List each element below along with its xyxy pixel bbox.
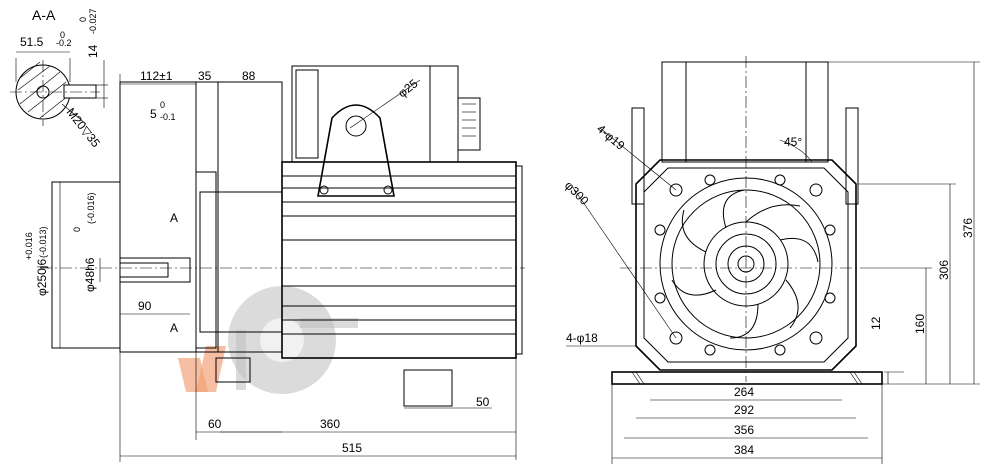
svg-text:(-0.016): (-0.016) (86, 192, 96, 224)
dim-160: 160 (913, 314, 927, 334)
dim-376: 376 (961, 218, 975, 238)
svg-text:-0.1: -0.1 (160, 112, 176, 122)
dim-90: 90 (138, 299, 152, 313)
dim-12: 12 (869, 316, 883, 330)
svg-text:0: 0 (60, 30, 65, 40)
dim-384: 384 (734, 443, 754, 457)
dim-356: 356 (734, 423, 754, 437)
holes-base: 4-φ18 (566, 331, 598, 345)
section-mark-top: A (170, 211, 178, 225)
svg-text:0: 0 (72, 227, 82, 232)
svg-text:0: 0 (160, 100, 165, 110)
dim-360: 360 (320, 417, 340, 431)
section-a-a: A-A 51.5 0 -0.2 14 0 -0.027 M20▽35 (10, 7, 108, 150)
section-mark-bottom: A (170, 321, 178, 335)
pcd: φ300 (562, 178, 592, 208)
svg-text:-0.027: -0.027 (88, 8, 98, 34)
svg-text:0: 0 (78, 17, 88, 22)
dim-306: 306 (937, 260, 951, 280)
section-key-dim: 14 (86, 44, 100, 58)
dim-112: 112±1 (140, 69, 173, 83)
svg-text:-0.2: -0.2 (56, 38, 72, 48)
dim-35: 35 (198, 69, 212, 83)
front-view: 4-φ19 45° φ300 4-φ18 264 292 356 384 376… (562, 56, 980, 464)
side-view: 112±1 35 88 φ25 5 0 -0.1 φ250j6 +0.016 (… (24, 65, 525, 462)
dim-5: 5 (150, 107, 157, 121)
dim-phi25: φ25 (395, 76, 421, 100)
dim-60: 60 (208, 417, 222, 431)
dim-264: 264 (734, 385, 754, 399)
svg-text:+0.016: +0.016 (24, 232, 34, 260)
dim-515: 515 (342, 441, 362, 455)
dim-50: 50 (476, 395, 490, 409)
section-width-dim: 51.5 (20, 35, 44, 49)
dim-292: 292 (734, 403, 754, 417)
dim-spigot: φ250j6 (35, 259, 49, 296)
holes-top: 4-φ19 (594, 122, 628, 153)
dim-shaft: φ48h6 (83, 257, 97, 292)
angle-45: 45° (784, 135, 802, 149)
section-thread: M20▽35 (64, 105, 104, 150)
dim-88: 88 (242, 69, 256, 83)
section-title: A-A (32, 7, 56, 23)
watermark-logo (178, 286, 358, 394)
svg-text:(-0.013): (-0.013) (38, 226, 48, 258)
